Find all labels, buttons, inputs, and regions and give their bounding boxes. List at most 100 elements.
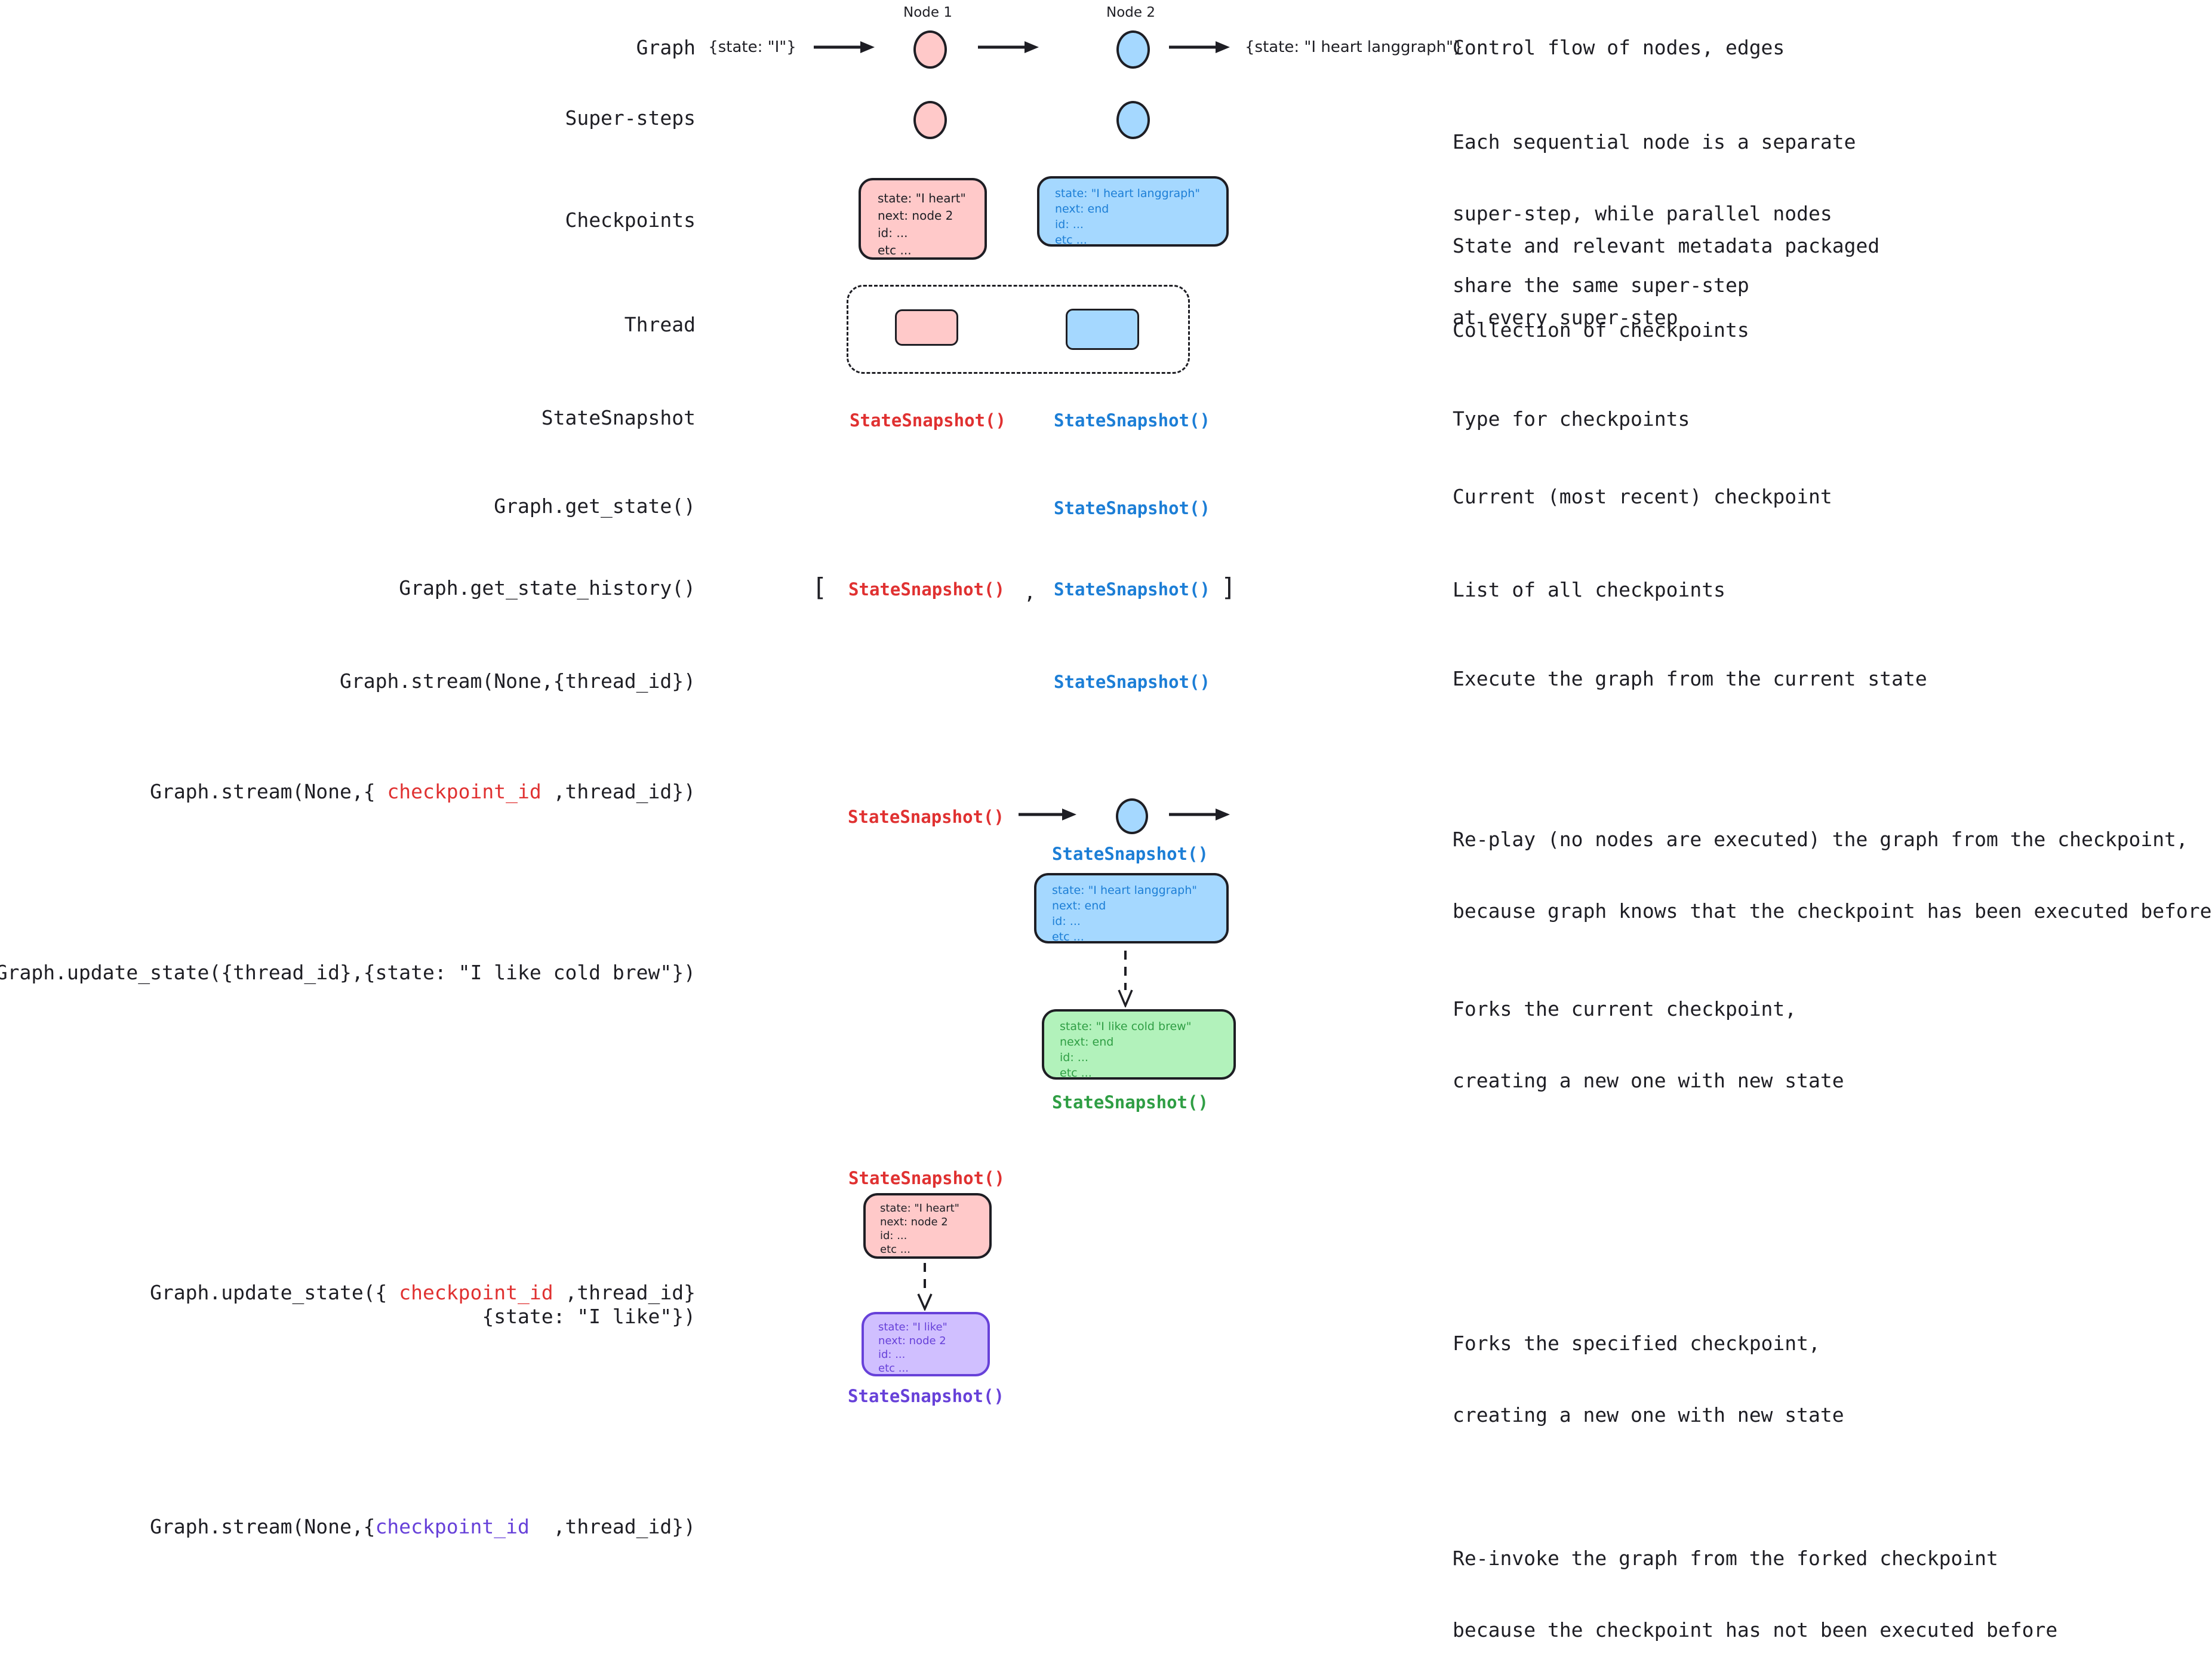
statesnapshot-call-blue: StateSnapshot() xyxy=(1054,410,1210,431)
card-line: etc ... xyxy=(878,1362,909,1375)
code-text: Graph.update_state({ xyxy=(150,1281,399,1304)
node-2-circle xyxy=(1116,30,1150,69)
desc-line: Re-invoke the graph from the forked chec… xyxy=(1453,1547,1998,1570)
card-line: etc ... xyxy=(1052,930,1084,943)
card-line: etc ... xyxy=(1060,1066,1092,1080)
arrow-right-icon xyxy=(1169,39,1230,55)
statesnapshot-call-red: StateSnapshot() xyxy=(848,579,1005,600)
desc-fork-specified: Forks the specified checkpoint, creating… xyxy=(1453,1284,1844,1451)
card-line: state: "I like" xyxy=(878,1321,947,1333)
checkpoint-card-pink: state: "I heart" next: node 2 id: ... et… xyxy=(859,178,987,260)
node-2-label: Node 2 xyxy=(1106,5,1155,20)
desc-line: because the checkpoint has not been exec… xyxy=(1453,1618,2058,1642)
card-line: next: node 2 xyxy=(878,208,953,223)
card-line: etc ... xyxy=(878,243,912,257)
arrow-right-icon xyxy=(1019,807,1076,822)
comma-separator: , xyxy=(1024,580,1036,604)
replay-node-circle xyxy=(1116,798,1148,834)
label-get-state-history: Graph.get_state_history() xyxy=(399,576,696,600)
label-graph: Graph xyxy=(636,36,696,59)
code-text: ,thread_id} xyxy=(553,1281,696,1304)
thread-checkpoint-chip-blue xyxy=(1066,309,1139,350)
desc-line: Re-play (no nodes are executed) the grap… xyxy=(1453,828,2188,851)
statesnapshot-call-blue: StateSnapshot() xyxy=(1054,579,1210,600)
checkpoint-id-arg-red: checkpoint_id xyxy=(399,1281,553,1304)
card-line: state: "I heart" xyxy=(878,191,966,205)
card-line: state: "I like cold brew" xyxy=(1060,1020,1192,1033)
arrow-right-icon xyxy=(978,39,1039,55)
statesnapshot-call-red: StateSnapshot() xyxy=(850,410,1006,431)
desc-line: super-step, while parallel nodes xyxy=(1453,202,1832,225)
label-get-state: Graph.get_state() xyxy=(494,494,696,518)
desc-get-state: Current (most recent) checkpoint xyxy=(1453,485,1832,508)
code-text: ,thread_id}) xyxy=(541,780,696,803)
bracket-open: [ xyxy=(812,573,827,602)
card-line: id: ... xyxy=(878,226,908,240)
super-step-node-1 xyxy=(913,101,947,139)
output-state-text: {state: "I heart langgraph"} xyxy=(1245,38,1463,56)
fork-source-card-pink: state: "I heart" next: node 2 id: ... et… xyxy=(863,1193,992,1259)
desc-statesnapshot: Type for checkpoints xyxy=(1453,407,1690,431)
card-line: id: ... xyxy=(1052,915,1081,928)
desc-line: share the same super-step xyxy=(1453,273,1749,297)
label-statesnapshot: StateSnapshot xyxy=(541,406,696,429)
desc-reinvoke: Re-invoke the graph from the forked chec… xyxy=(1453,1499,2057,1666)
statesnapshot-call-purple: StateSnapshot() xyxy=(848,1386,1004,1406)
thread-container xyxy=(847,285,1190,374)
card-line: id: ... xyxy=(1060,1051,1088,1064)
node-1-circle xyxy=(913,30,947,69)
statesnapshot-call-blue: StateSnapshot() xyxy=(1054,498,1210,518)
desc-graph: Control flow of nodes, edges xyxy=(1453,36,1785,59)
code-text: Graph.stream(None,{ xyxy=(150,780,387,803)
diagram-canvas: { "colors":{ "ink":"#1e1e24","pink_fill"… xyxy=(0,5,2212,1642)
card-line: id: ... xyxy=(880,1229,907,1242)
desc-get-state-history: List of all checkpoints xyxy=(1453,578,1725,601)
statesnapshot-call-blue: StateSnapshot() xyxy=(1052,844,1208,864)
code-text: Graph.stream(None,{ xyxy=(150,1515,376,1538)
label-stream-checkpoint: Graph.stream(None,{ checkpoint_id ,threa… xyxy=(150,780,696,804)
desc-line: creating a new one with new state xyxy=(1453,1069,1844,1092)
checkpoint-id-arg-red: checkpoint_id xyxy=(387,780,542,803)
desc-line: Forks the specified checkpoint, xyxy=(1453,1332,1820,1355)
dashed-arrow-down-icon xyxy=(1118,951,1133,1007)
code-text: {state: "I like"}) xyxy=(482,1305,696,1328)
label-super-steps: Super-steps xyxy=(565,106,696,130)
arrow-right-icon xyxy=(814,39,875,55)
desc-line: because graph knows that the checkpoint … xyxy=(1453,899,2212,923)
label-thread: Thread xyxy=(624,313,696,336)
bracket-close: ] xyxy=(1221,573,1236,602)
desc-line: Each sequential node is a separate xyxy=(1453,130,1856,153)
card-line: etc ... xyxy=(1055,233,1087,247)
arrow-right-icon xyxy=(1169,807,1230,822)
statesnapshot-call-red: StateSnapshot() xyxy=(848,807,1004,827)
card-line: id: ... xyxy=(1055,218,1084,231)
label-update-state-thread: Graph.update_state({thread_id},{state: "… xyxy=(0,961,696,984)
label-stream-thread: Graph.stream(None,{thread_id}) xyxy=(339,669,696,693)
card-line: state: "I heart langgraph" xyxy=(1052,884,1198,897)
code-text: ,thread_id}) xyxy=(529,1515,696,1538)
card-line: next: end xyxy=(1060,1035,1114,1049)
checkpoint-id-arg-purple: checkpoint_id xyxy=(375,1515,530,1538)
forked-card-green: state: "I like cold brew" next: end id: … xyxy=(1042,1009,1236,1080)
card-line: id: ... xyxy=(878,1348,906,1361)
desc-line: creating a new one with new state xyxy=(1453,1403,1844,1427)
super-step-node-2 xyxy=(1116,101,1150,139)
card-line: next: node 2 xyxy=(878,1335,946,1347)
desc-super-steps: Each sequential node is a separate super… xyxy=(1453,82,1856,321)
card-line: next: end xyxy=(1052,899,1106,912)
label-checkpoints: Checkpoints xyxy=(565,208,696,232)
checkpoint-card-blue: state: "I heart langgraph" next: end id:… xyxy=(1037,176,1229,247)
desc-line: at every super-step xyxy=(1453,306,1678,329)
fork-source-card-blue: state: "I heart langgraph" next: end id:… xyxy=(1034,873,1229,943)
desc-fork-current: Forks the current checkpoint, creating a… xyxy=(1453,949,1844,1117)
desc-checkpoints: State and relevant metadata packaged at … xyxy=(1453,186,1879,354)
statesnapshot-call-red: StateSnapshot() xyxy=(848,1168,1005,1188)
thread-checkpoint-chip-pink xyxy=(895,309,958,346)
label-update-state-checkpoint: Graph.update_state({ checkpoint_id ,thre… xyxy=(150,1281,696,1329)
card-line: etc ... xyxy=(880,1243,910,1256)
statesnapshot-call-green: StateSnapshot() xyxy=(1052,1092,1208,1112)
node-1-label: Node 1 xyxy=(903,5,952,20)
desc-line: Forks the current checkpoint, xyxy=(1453,997,1797,1020)
statesnapshot-call-blue: StateSnapshot() xyxy=(1054,672,1210,692)
desc-stream-thread: Execute the graph from the current state xyxy=(1453,667,1927,690)
